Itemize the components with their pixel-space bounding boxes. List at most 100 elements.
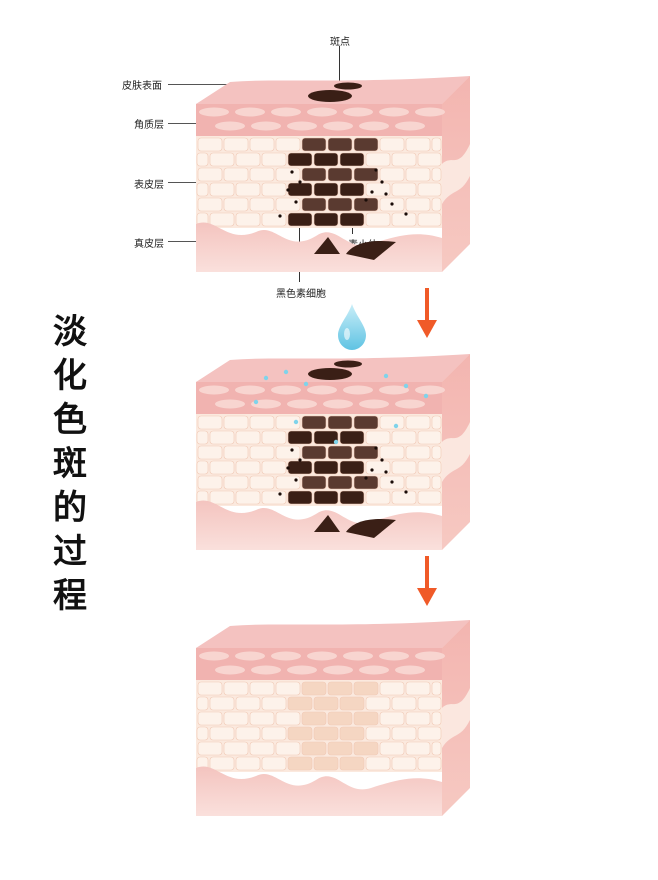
epidermal-cell	[431, 445, 442, 460]
skin-spot	[334, 82, 362, 90]
melanosome-dot	[370, 468, 374, 472]
melanosome-dot	[286, 188, 290, 192]
epidermal-cell	[209, 212, 235, 227]
corneum-cell	[359, 399, 389, 409]
skin-spot	[308, 368, 352, 380]
epidermal-cell	[379, 167, 405, 182]
melanocyte-cell	[353, 445, 379, 460]
epidermal-cell	[261, 756, 287, 771]
water-particle	[393, 423, 399, 429]
melanocyte-cell	[327, 681, 353, 696]
skin-surface-top-face	[196, 76, 470, 104]
epidermal-cell	[275, 445, 301, 460]
epidermal-cell	[417, 726, 442, 741]
skin-block-treatment	[196, 354, 470, 550]
epidermal-cell	[379, 711, 405, 726]
epidermal-cell	[275, 415, 301, 430]
epidermal-cell	[391, 696, 417, 711]
epidermal-cell	[196, 430, 209, 445]
melanosome-dot	[286, 466, 290, 470]
corneum-cell	[359, 665, 389, 675]
corneum-cell	[379, 385, 409, 395]
melanocyte-base	[314, 515, 340, 532]
corneum-cell	[395, 399, 425, 409]
epidermal-cell	[209, 182, 235, 197]
epidermal-cell	[391, 212, 417, 227]
side-epidermis	[442, 422, 470, 482]
epidermal-cell	[223, 137, 249, 152]
melanocyte-cell	[327, 167, 353, 182]
epidermal-cell	[365, 212, 391, 227]
melanocyte-base	[346, 241, 396, 260]
epidermal-cell	[235, 152, 261, 167]
corneum-cell	[251, 665, 281, 675]
epidermis-layer	[196, 136, 442, 228]
melanocyte-cell	[327, 415, 353, 430]
epidermal-cell	[431, 475, 442, 490]
melanosome-dot	[290, 448, 294, 452]
epidermal-cell	[405, 137, 431, 152]
epidermal-cell	[391, 726, 417, 741]
epidermal-cell	[417, 152, 442, 167]
label-skin-surface: 皮肤表面	[122, 81, 162, 92]
epidermal-cell	[235, 212, 261, 227]
melanocyte-cell	[353, 681, 379, 696]
melanocyte-cell	[353, 137, 379, 152]
epidermal-cell	[417, 430, 442, 445]
melanocyte-cell	[313, 696, 339, 711]
epidermal-cell	[235, 430, 261, 445]
corneum-cell	[343, 107, 373, 117]
epidermal-cell	[417, 212, 442, 227]
epidermal-cell	[365, 430, 391, 445]
melanocyte-cell	[301, 475, 327, 490]
water-particle	[283, 369, 289, 375]
corneum-cell	[215, 665, 245, 675]
epidermal-cell	[249, 475, 275, 490]
melanocyte-cell	[313, 490, 339, 505]
melanocyte-cell	[313, 182, 339, 197]
epidermal-cell	[235, 490, 261, 505]
epidermis-layer	[196, 680, 442, 772]
melanocyte-cell	[301, 137, 327, 152]
epidermal-cell	[223, 475, 249, 490]
side-epidermis	[442, 688, 470, 748]
epidermal-cell	[261, 212, 287, 227]
epidermal-cell	[365, 152, 391, 167]
epidermal-cell	[209, 696, 235, 711]
melanosome-dot	[364, 198, 368, 202]
melanocyte-cell	[353, 475, 379, 490]
melanocyte-cell	[339, 460, 365, 475]
corneum-cell	[271, 651, 301, 661]
epidermal-cell	[197, 741, 223, 756]
epidermal-cell	[235, 756, 261, 771]
melanocyte-cell	[287, 212, 313, 227]
epidermal-cell	[405, 741, 431, 756]
melanosome-dot	[390, 202, 394, 206]
epidermal-cell	[197, 137, 223, 152]
epidermal-cell	[223, 681, 249, 696]
epidermal-cell	[197, 445, 223, 460]
epidermal-cell	[235, 696, 261, 711]
melanosome-dot	[294, 478, 298, 482]
epidermal-cell	[261, 726, 287, 741]
melanocyte-cell	[301, 197, 327, 212]
epidermal-cell	[223, 197, 249, 212]
epidermal-cell	[196, 182, 209, 197]
melanosome-dot	[294, 200, 298, 204]
label-epidermis: 表皮层	[134, 180, 164, 191]
melanocyte-cell	[327, 711, 353, 726]
melanocyte-cell	[287, 696, 313, 711]
melanocyte-cell	[339, 726, 365, 741]
melanocyte-cell	[327, 137, 353, 152]
epidermal-cell	[249, 197, 275, 212]
corneum-cell	[415, 107, 445, 117]
epidermal-cell	[261, 430, 287, 445]
spot-leader-line	[339, 46, 340, 88]
melanosome-dot	[370, 190, 374, 194]
melanosome-dot	[404, 490, 408, 494]
epidermal-cell	[275, 681, 301, 696]
corneum-cell	[359, 121, 389, 131]
skin-surface-top-face	[196, 620, 470, 648]
epidermal-cell	[249, 741, 275, 756]
epidermal-cell	[249, 711, 275, 726]
